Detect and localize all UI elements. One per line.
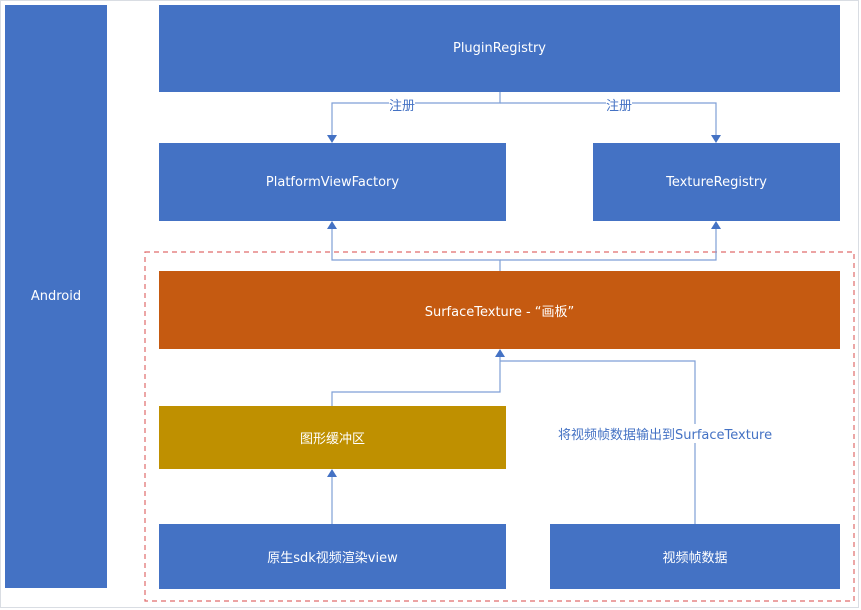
edge-gbuf-to-surface <box>331 351 501 406</box>
android-node: Android <box>5 5 107 588</box>
surface-texture-node: SurfaceTexture - “画板” <box>159 271 840 349</box>
arrowhead-texreg-bottom <box>711 221 721 229</box>
edge-label-register-right: 注册 <box>606 95 633 114</box>
arrowhead-surface-bottom <box>495 349 505 357</box>
edge-framedata-to-surface <box>500 360 696 524</box>
edge-surface-to-pvf <box>331 223 501 271</box>
dashed-container <box>144 251 855 602</box>
video-frame-data-node: 视频帧数据 <box>550 524 840 589</box>
edge-label-output-to-surface: 将视频帧数据输出到SurfaceTexture <box>558 424 773 443</box>
texture-registry-node: TextureRegistry <box>593 143 840 221</box>
arrowhead-pvf-bottom <box>327 221 337 229</box>
edge-plugin-to-texreg <box>500 102 717 141</box>
native-video-view-node: 原生sdk视频渲染view <box>159 524 506 589</box>
plugin-registry-node: PluginRegistry <box>159 5 840 92</box>
platform-view-factory-node: PlatformViewFactory <box>159 143 506 221</box>
edge-plugin-to-pvf <box>331 92 501 141</box>
edge-label-register-left: 注册 <box>389 95 416 114</box>
edge-surface-to-texreg <box>500 223 717 261</box>
arrowhead-gbuf-bottom <box>327 469 337 477</box>
graphics-buffer-node: 图形缓冲区 <box>159 406 506 469</box>
arrowhead-pvf-top <box>327 135 337 143</box>
arrowhead-texreg-top <box>711 135 721 143</box>
